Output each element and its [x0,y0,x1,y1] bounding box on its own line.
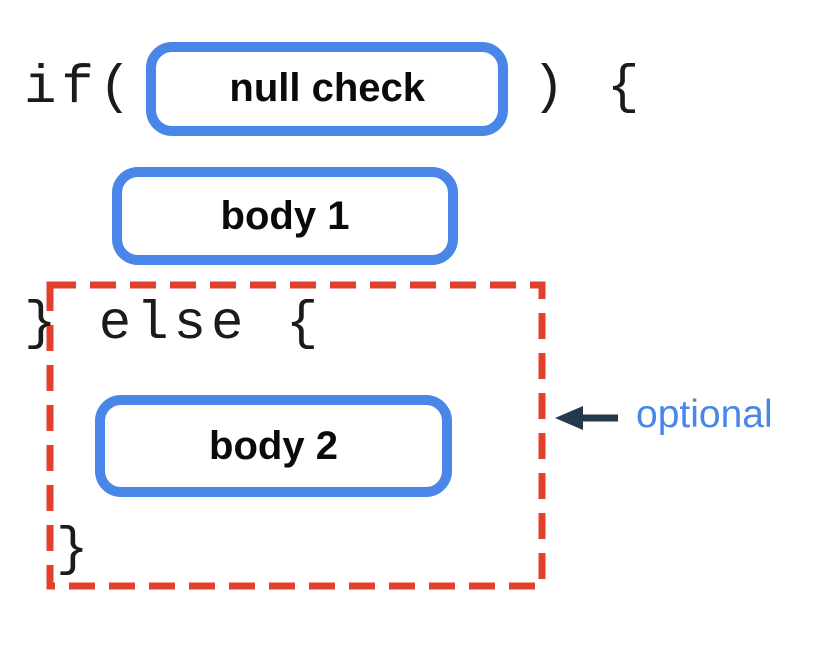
arrow-left-icon [555,406,618,430]
code-after-condition: ) { [532,57,645,119]
code-closing-brace: } [56,520,94,581]
body2-node-label: body 2 [209,423,338,468]
condition-node-label: null check [229,66,426,110]
body2-node: body 2 [95,395,452,497]
code-if-open: if( [24,57,137,119]
condition-node: null check [146,41,509,136]
optional-annotation-label: optional [636,393,773,436]
code-else-line: } else { [24,294,324,355]
if-statement-line: if( null check ) { [24,40,644,137]
body1-node-label: body 1 [220,193,350,238]
body1-node: body 1 [112,167,458,265]
optional-region-outline [46,281,546,590]
